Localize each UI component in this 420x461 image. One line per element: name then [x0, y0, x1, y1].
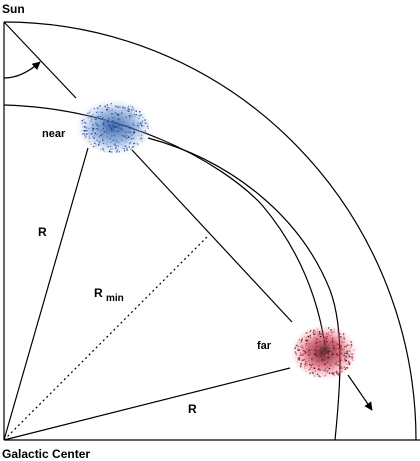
- galactic-center-label: Galactic Center: [2, 447, 90, 461]
- far-cloud: [290, 324, 358, 380]
- line-of-sight-end: [347, 374, 373, 411]
- near-label: near: [42, 128, 66, 140]
- solar-circle-arc: [3, 104, 326, 346]
- r-min-dotted-line: [3, 235, 209, 441]
- radius-near-line: [3, 147, 89, 441]
- r-upper-label: R: [38, 225, 47, 239]
- near-cloud: [76, 99, 152, 155]
- line-of-sight: [3, 21, 77, 99]
- r-min-main: R: [94, 286, 103, 300]
- sun-label: Sun: [2, 2, 25, 16]
- far-label: far: [257, 340, 272, 352]
- longitude-angle-arc: [3, 61, 41, 79]
- r-min-label: R min: [94, 286, 124, 304]
- radius-far-line: [3, 367, 291, 441]
- line-of-sight-mid: [131, 149, 293, 323]
- cloud-orbit-arc: [147, 137, 341, 441]
- r-min-sub: min: [106, 293, 124, 304]
- outer-arc: [3, 21, 417, 441]
- r-lower-label: R: [188, 402, 197, 416]
